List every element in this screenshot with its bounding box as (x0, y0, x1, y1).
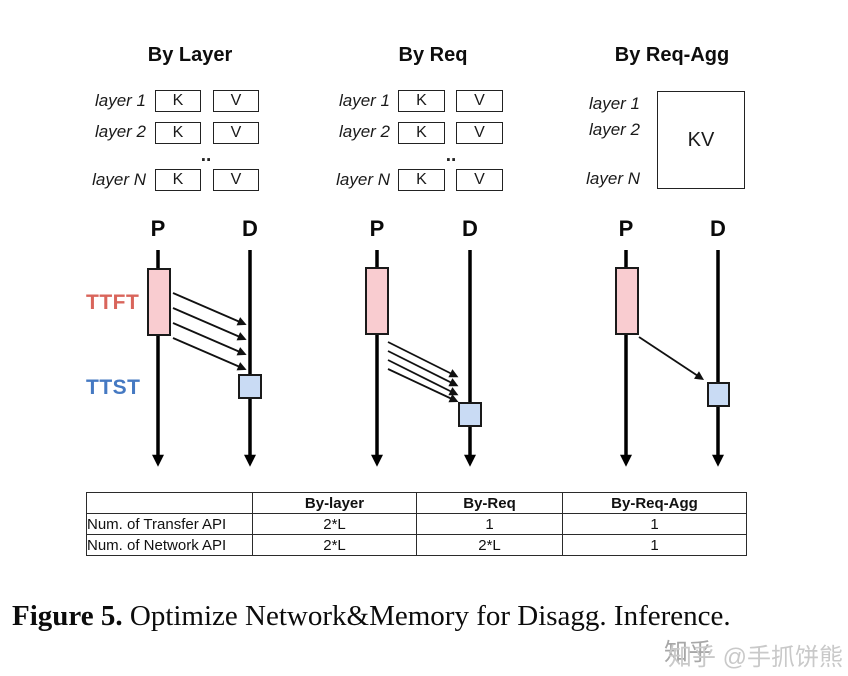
timeline-diagram (147, 250, 730, 467)
watermark-site: 知乎 (667, 644, 716, 671)
decode-column-label: D (242, 216, 258, 241)
layer-label: layer N (586, 169, 640, 188)
prefill-column-label: P (618, 216, 634, 241)
prefill-box (615, 267, 639, 335)
table-cell: 2*L (252, 534, 417, 556)
decode-box (707, 382, 730, 407)
table-cell: 2*L (252, 513, 417, 535)
v-cache-box: V (213, 90, 259, 112)
prefill-column-label: P (369, 216, 385, 241)
table-cell: 1 (562, 513, 747, 535)
panel-title: By Layer (147, 44, 233, 66)
table-header-row: By-layer By-Req By-Req-Agg (86, 492, 747, 514)
transfer-arrow (387, 359, 459, 396)
timeline-by-req (365, 250, 482, 467)
transfer-arrow (638, 336, 705, 380)
k-cache-box: K (398, 90, 445, 112)
watermark-handle: @手抓饼熊 (722, 644, 843, 671)
layer-label: layer N (336, 170, 390, 189)
transfer-arrow (172, 337, 247, 371)
transfer-arrow (387, 368, 459, 403)
ttft-label: TTFT (86, 291, 140, 314)
v-cache-box: V (456, 122, 503, 144)
transfer-arrow (387, 350, 459, 387)
row-label: Num. of Network API (86, 534, 253, 556)
table-row: Num. of Transfer API 2*L 1 1 (86, 513, 747, 535)
transfer-arrow (172, 292, 247, 326)
v-cache-box: V (213, 169, 259, 191)
figure-caption-label: Figure 5. (12, 600, 123, 632)
prefill-column-label: P (150, 216, 166, 241)
k-cache-box: K (398, 169, 445, 191)
v-cache-box: V (213, 122, 259, 144)
layer-label: layer 1 (588, 94, 640, 113)
panel-title: By Req-Agg (614, 44, 730, 66)
layer-label: layer 2 (338, 122, 390, 141)
transfer-arrow (172, 307, 247, 341)
k-cache-box: K (155, 90, 201, 112)
panel-title: By Req (398, 44, 468, 66)
prefill-box (147, 268, 171, 336)
figure-caption-text: Optimize Network&Memory for Disagg. Infe… (129, 600, 731, 632)
transfer-arrow (387, 341, 459, 378)
timeline-by-req-agg (615, 250, 730, 467)
header-cell-by-req-agg: By-Req-Agg (562, 492, 747, 514)
header-cell-empty (86, 492, 253, 514)
v-cache-box: V (456, 169, 503, 191)
decode-box (238, 374, 262, 399)
layer-label: layer N (92, 170, 146, 189)
row-label: Num. of Transfer API (86, 513, 253, 535)
k-cache-box: K (155, 122, 201, 144)
prefill-box (365, 267, 389, 335)
table-cell: 1 (562, 534, 747, 556)
layer-label: layer 1 (94, 91, 146, 110)
table-cell: 1 (416, 513, 563, 535)
layer-label: layer 2 (94, 122, 146, 141)
header-cell-by-req: By-Req (416, 492, 563, 514)
watermark: 知乎 @手抓饼熊 (668, 637, 843, 672)
decode-column-label: D (462, 216, 478, 241)
layer-label: layer 1 (338, 91, 390, 110)
k-cache-box: K (398, 122, 445, 144)
table-row: Num. of Network API 2*L 2*L 1 (86, 534, 747, 556)
k-cache-box: K (155, 169, 201, 191)
decode-box (458, 402, 482, 427)
comparison-table: By-layer By-Req By-Req-Agg Num. of Trans… (86, 492, 747, 556)
v-cache-box: V (456, 90, 503, 112)
ellipsis-dots: .. (445, 145, 457, 166)
decode-column-label: D (710, 216, 726, 241)
kv-aggregated-box: KV (657, 91, 745, 189)
layer-label: layer 2 (588, 120, 640, 139)
transfer-arrow (172, 322, 247, 356)
timeline-by-layer (147, 250, 262, 467)
figure-caption: Figure 5. Optimize Network&Memory for Di… (12, 598, 842, 634)
ellipsis-dots: .. (200, 145, 212, 166)
header-cell-by-layer: By-layer (252, 492, 417, 514)
ttst-label: TTST (86, 376, 141, 399)
table-cell: 2*L (416, 534, 563, 556)
